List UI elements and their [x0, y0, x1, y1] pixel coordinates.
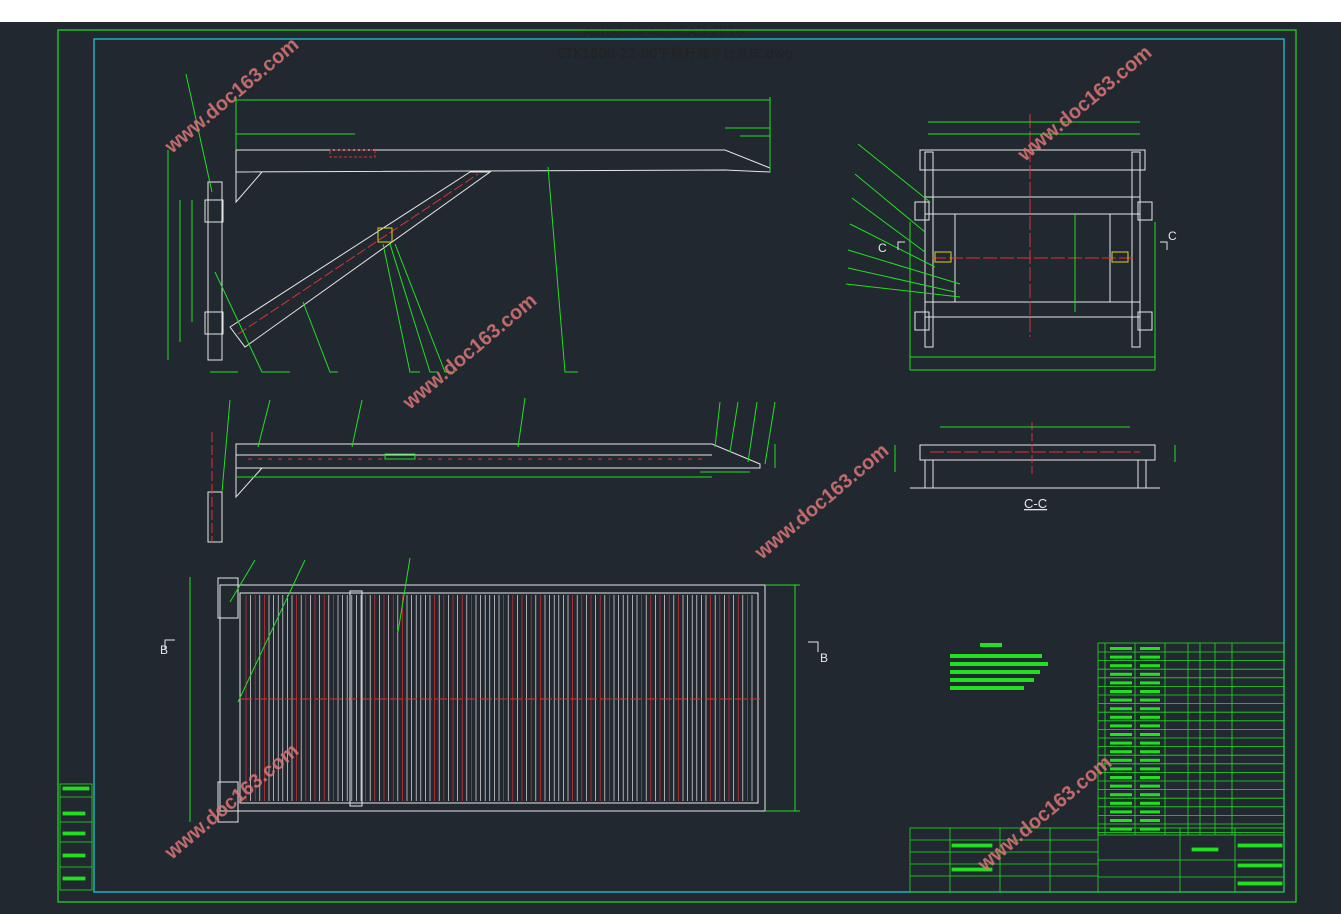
slat-array [245, 595, 753, 801]
inner-frame [93, 38, 1285, 893]
section-c-c-view[interactable] [894, 422, 1176, 489]
slat-plan-view[interactable] [164, 557, 819, 823]
parts-list-table[interactable] [1097, 642, 1285, 836]
outer-frame [57, 29, 1297, 903]
left-border-stamp [59, 783, 93, 891]
front-view[interactable] [845, 114, 1168, 371]
top-plan-view[interactable] [207, 397, 776, 543]
watermark-6: www.doc163.com [973, 752, 1116, 877]
side-elevation-view[interactable] [167, 73, 771, 373]
technical-requirements-block [950, 643, 1048, 690]
watermark-4: www.doc163.com [750, 440, 893, 565]
watermark-1: www.doc163.com [160, 34, 303, 159]
title-block[interactable] [909, 827, 1285, 893]
section-label-c-right: C [1168, 229, 1177, 243]
file-name: CTK1800-22-00下层升降平台总成.dwg [556, 47, 793, 62]
watermark-5: www.doc163.com [160, 740, 303, 865]
section-label-c-left: C [878, 241, 887, 255]
watermark-2: www.doc163.com [1013, 42, 1156, 167]
parts-list-rows [1098, 647, 1284, 833]
view-label-b-right: B [820, 651, 828, 665]
app-name: Autodesk AutoCAD 2016 [583, 25, 744, 40]
window-title-bar: Autodesk AutoCAD 2016 CTK1800-22-00下层升降平… [0, 0, 1341, 62]
drawing-canvas[interactable]: B B C C [0, 22, 1341, 910]
section-caption: C-C [1024, 496, 1047, 511]
view-label-b-left: B [160, 643, 168, 657]
